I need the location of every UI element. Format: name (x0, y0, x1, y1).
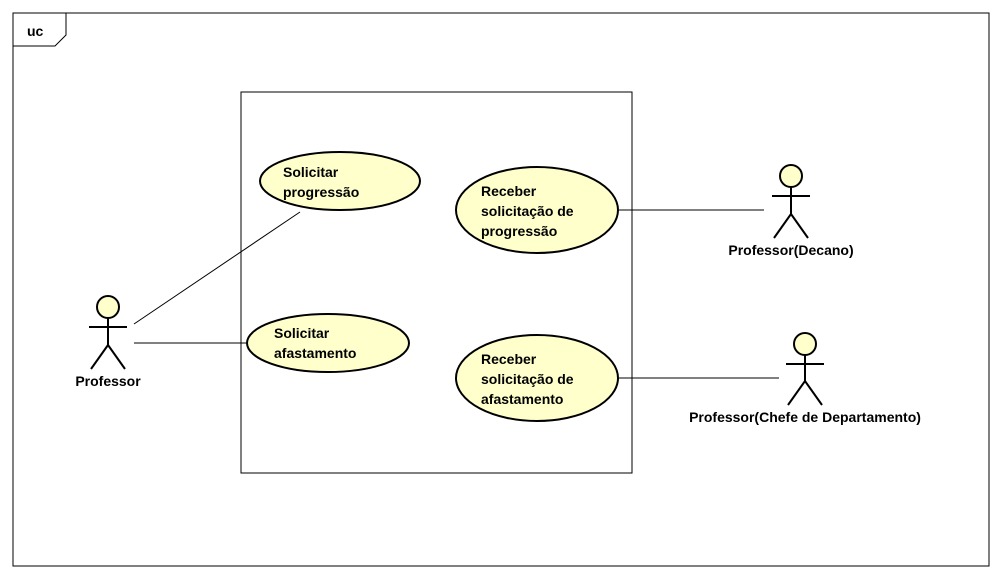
use-case-solicitar-afastamento[interactable]: Solicitar afastamento (246, 313, 410, 373)
use-case-ellipse (455, 334, 619, 422)
actor-right-leg (107, 344, 126, 370)
use-case-label-line: Solicitar (283, 164, 339, 180)
use-case-label-line: progressão (481, 223, 557, 239)
use-case-label-line: Solicitar (274, 325, 330, 341)
actor-professor-decano[interactable]: Professor(Decano) (728, 164, 854, 258)
use-case-label-line: afastamento (274, 345, 356, 361)
use-case-label-line: solicitação de (481, 203, 574, 219)
use-case-label-line: Receber (481, 183, 537, 199)
actor-right-leg (804, 380, 823, 406)
use-case-label-line: afastamento (481, 391, 563, 407)
actor-left-leg (90, 344, 109, 370)
actor-professor-chefe-de-departamento[interactable]: Professor(Chefe de Departamento) (689, 332, 921, 425)
actor-label: Professor(Decano) (728, 242, 853, 258)
use-case-label-line: progressão (283, 184, 359, 200)
actor-left-leg (787, 380, 806, 406)
actor-head (779, 164, 803, 188)
actor-head (96, 295, 120, 319)
use-case-receber-afastamento[interactable]: Receber solicitação de afastamento (455, 334, 619, 422)
actor-right-leg (790, 213, 809, 239)
actor-left-leg (773, 213, 792, 239)
frame-tag: uc (27, 23, 44, 39)
use-case-ellipse (455, 166, 619, 254)
actor-professor[interactable]: Professor (75, 295, 141, 389)
use-case-label-line: solicitação de (481, 371, 574, 387)
use-case-ellipse (259, 151, 421, 211)
use-case-ellipse (246, 313, 410, 373)
actor-label: Professor (75, 373, 141, 389)
use-case-label-line: Receber (481, 351, 537, 367)
actor-head (793, 332, 817, 356)
actor-label: Professor(Chefe de Departamento) (689, 409, 921, 425)
use-case-receber-progressao[interactable]: Receber solicitação de progressão (455, 166, 619, 254)
use-case-solicitar-progressao[interactable]: Solicitar progressão (259, 151, 421, 211)
association-professor-solicitar-progressao (133, 211, 301, 325)
frame-tag-box (13, 13, 67, 47)
